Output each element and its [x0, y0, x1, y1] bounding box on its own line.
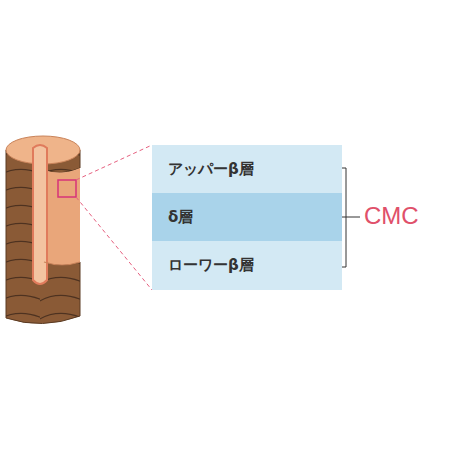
- group-label: CMC: [364, 202, 419, 230]
- cortex-cut: [44, 168, 80, 265]
- zoom-square: [58, 180, 76, 197]
- layer-name: δ層: [168, 208, 193, 227]
- layer-name: アッパーβ層: [168, 160, 254, 179]
- zoom-line: [76, 197, 152, 290]
- cuticle-scales: [0, 140, 90, 340]
- layer-name: ローワーβ層: [168, 256, 254, 275]
- layer-band: δ層: [152, 193, 342, 241]
- zoom-line: [76, 145, 152, 180]
- layer-band: アッパーβ層: [152, 145, 342, 193]
- layer-band: ローワーβ層: [152, 241, 342, 290]
- medulla: [33, 145, 47, 284]
